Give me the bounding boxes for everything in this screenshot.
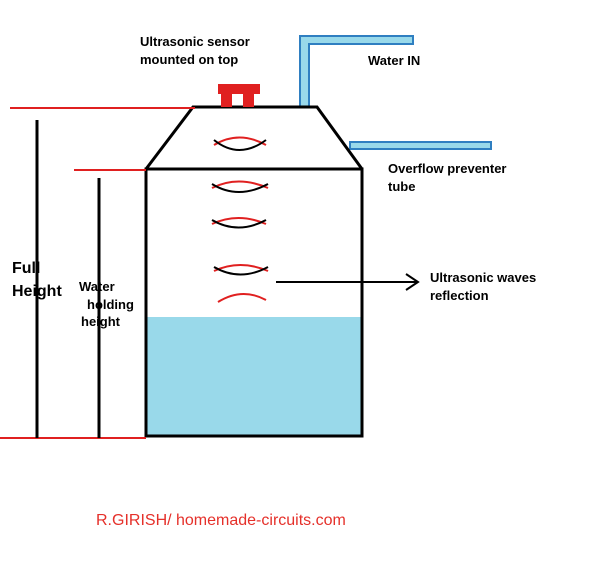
sensor-label: Ultrasonic sensor mounted on top: [140, 33, 250, 68]
holding-height-label: Water holding height: [79, 278, 134, 331]
overflow-label-line1: Overflow preventer: [388, 161, 507, 176]
full-height-label-line2: Height: [12, 283, 62, 301]
holding-height-label-line3: height: [81, 314, 120, 330]
credit-text: R.GIRISH/ homemade-circuits.com: [96, 512, 346, 529]
holding-height-label-line1: Water: [79, 279, 115, 294]
wave-icon: [211, 136, 269, 303]
water-inlet-pipe: [299, 35, 414, 108]
waves-label: Ultrasonic waves reflection: [430, 269, 536, 304]
overflow-label: Overflow preventer tube: [388, 160, 507, 195]
waves-label-line1: Ultrasonic waves: [430, 270, 537, 285]
tank-roof: [144, 105, 364, 170]
holding-height-label-line2: holding: [87, 296, 134, 312]
water-fill: [147, 317, 362, 435]
full-height-label-line1: Full: [12, 260, 41, 277]
sensor-label-line2: mounted on top: [140, 51, 239, 67]
water-in-label: Water IN: [368, 53, 421, 68]
overflow-label-line2: tube: [388, 178, 416, 194]
ultrasonic-sensor-icon: [218, 84, 260, 107]
sensor-label-line1: Ultrasonic sensor: [140, 34, 250, 49]
overflow-tube: [349, 141, 492, 150]
tank-body: [144, 167, 364, 438]
waves-label-line2: reflection: [430, 287, 489, 303]
full-height-label: Full Height: [12, 257, 62, 303]
arrow-right-icon: [276, 273, 420, 291]
